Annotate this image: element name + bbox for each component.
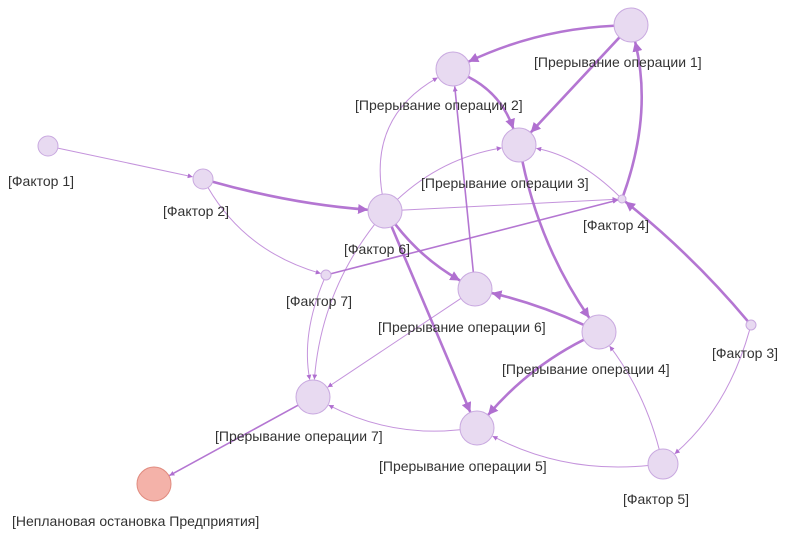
edge-f6-to-op2 — [379, 77, 438, 195]
edge-f6-to-f4 — [401, 196, 618, 211]
node-label-f3: [Фактор 3] — [712, 345, 778, 361]
node-label-stop: [Неплановая остановка Предприятия] — [12, 513, 259, 529]
node-label-f4: [Фактор 4] — [583, 217, 649, 233]
edge-op5-to-op7 — [328, 404, 461, 432]
edge-op3-to-op4 — [521, 160, 591, 319]
edge-f6-to-op6 — [394, 223, 461, 282]
node-label-f5: [Фактор 5] — [623, 491, 689, 507]
edge-op7-to-stop — [168, 404, 299, 477]
node-label-f7: [Фактор 7] — [286, 293, 352, 309]
node-op1[interactable] — [613, 7, 649, 43]
edge-f2-to-f7 — [207, 187, 321, 275]
node-label-op7: [Прерывание операции 7] — [215, 428, 383, 444]
node-op5[interactable] — [459, 410, 495, 446]
edge-op6-to-op7 — [327, 297, 462, 388]
edge-f4-to-op3 — [536, 146, 620, 197]
node-label-f6: [Фактор 6] — [344, 241, 410, 257]
label-layer: [Фактор 1] [Фактор 2] [Фактор 3] [Фактор 4]… — [8, 54, 778, 529]
node-op2[interactable] — [435, 51, 471, 87]
node-layer — [37, 7, 757, 502]
edge-f6-to-op7 — [312, 223, 376, 380]
edge-f1-to-f2 — [57, 147, 193, 179]
node-label-op5: [Прерывание операции 5] — [379, 458, 547, 474]
node-op4[interactable] — [581, 314, 617, 350]
node-label-f1: [Фактор 1] — [8, 173, 74, 189]
node-f5[interactable] — [647, 448, 679, 480]
node-label-op1: [Прерывание операции 1] — [534, 54, 702, 70]
node-f4[interactable] — [617, 194, 627, 204]
edge-op1-to-op3 — [529, 36, 621, 134]
edge-op2-to-op3 — [466, 75, 515, 130]
node-f3[interactable] — [745, 319, 757, 331]
node-label-op3: [Прерывание операции 3] — [421, 175, 589, 191]
edge-f3-to-f5 — [674, 329, 751, 455]
edge-f5-to-op5 — [492, 435, 649, 468]
edge-op4-to-op5 — [487, 338, 586, 416]
node-label-op6: [Прерывание операции 6] — [378, 319, 546, 335]
edge-f7-to-op7 — [306, 279, 325, 380]
node-f7[interactable] — [320, 269, 332, 281]
node-op7[interactable] — [295, 379, 331, 415]
node-label-op2: [Прерывание операции 2] — [355, 97, 523, 113]
node-op6[interactable] — [457, 271, 493, 307]
edge-op1-to-op2 — [467, 24, 616, 63]
node-stop[interactable] — [136, 466, 172, 502]
edge-f6-to-op3 — [396, 146, 502, 200]
edge-f5-to-op4 — [609, 345, 660, 450]
edge-f3-to-f4 — [624, 200, 750, 323]
edge-f7-to-f4 — [330, 198, 618, 275]
node-label-f2: [Фактор 2] — [163, 203, 229, 219]
edge-op4-to-op6 — [491, 290, 585, 327]
node-f1[interactable] — [37, 135, 59, 157]
node-f2[interactable] — [192, 168, 214, 190]
edge-f6-to-op5 — [390, 225, 472, 413]
node-op3[interactable] — [501, 127, 537, 163]
edge-f2-to-f6 — [211, 180, 369, 214]
edge-op6-to-op2 — [452, 86, 475, 273]
edge-layer — [57, 24, 751, 477]
node-f6[interactable] — [367, 193, 403, 229]
edge-f4-to-op1 — [622, 41, 644, 197]
node-label-op4: [Прерывание операции 4] — [502, 361, 670, 377]
